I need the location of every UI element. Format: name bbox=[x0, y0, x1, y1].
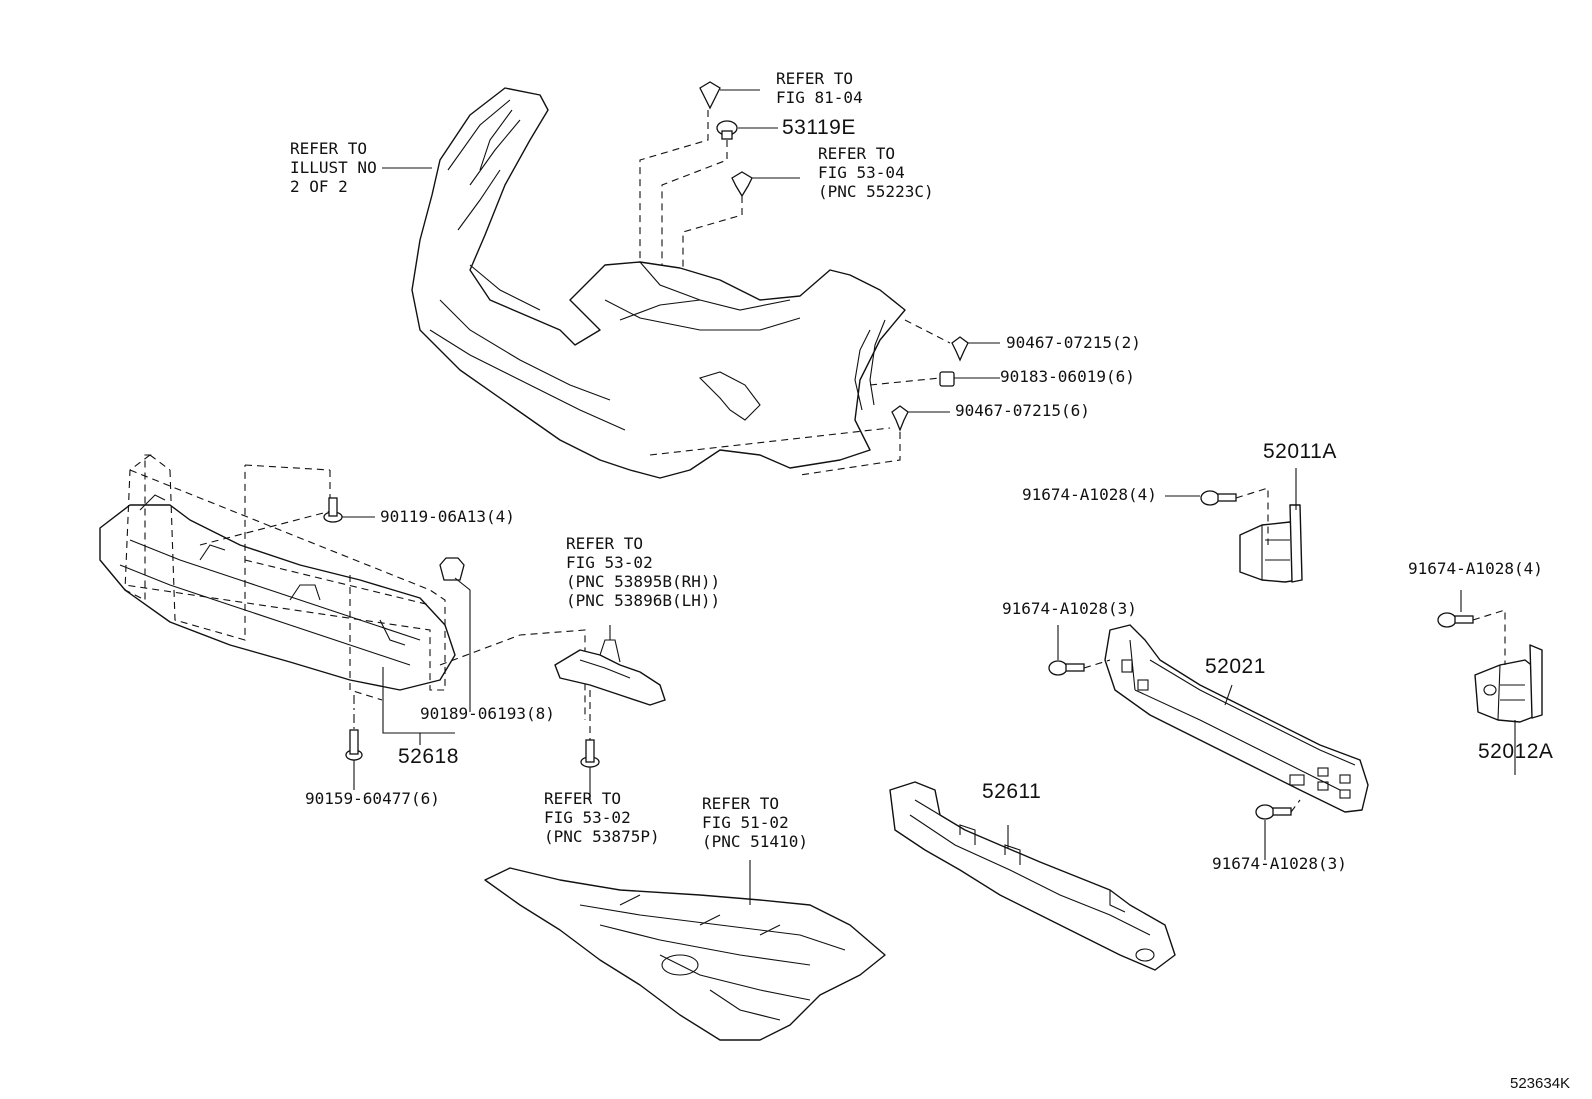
reinforcement-52021 bbox=[1104, 624, 1369, 813]
label-refer-fig-81-04: REFER TO FIG 81-04 bbox=[776, 69, 863, 107]
engine-under-cover-51410 bbox=[484, 867, 886, 1041]
label-53119E: 53119E bbox=[782, 116, 856, 139]
label-52011A: 52011A bbox=[1263, 440, 1337, 463]
nut-53119E-icon bbox=[716, 120, 738, 140]
nut-90183-icon bbox=[939, 371, 955, 387]
clip-90189-icon bbox=[439, 557, 465, 581]
bolt-91674-4-right-icon bbox=[1437, 612, 1474, 628]
bumper-cover bbox=[411, 87, 906, 479]
bolt-91674-4-left-icon bbox=[1200, 490, 1237, 506]
clip-90467-2-icon bbox=[951, 336, 969, 362]
label-52012A: 52012A bbox=[1478, 740, 1554, 763]
label-91674-A1028-3-top: 91674-A1028(3) bbox=[1002, 599, 1137, 618]
label-refer-illust: REFER TO ILLUST NO 2 OF 2 bbox=[290, 139, 377, 196]
bolt-91674-3-top-icon bbox=[1048, 660, 1085, 676]
extension-52011A bbox=[1239, 504, 1303, 583]
label-90189-06193-8: 90189-06193(8) bbox=[420, 704, 555, 723]
label-91674-A1028-3-bottom: 91674-A1028(3) bbox=[1212, 854, 1347, 873]
label-90467-07215-2: 90467-07215(2) bbox=[1006, 333, 1141, 352]
illustration-id: 523634K bbox=[1510, 1075, 1571, 1092]
bracket-53895B bbox=[554, 639, 666, 706]
clip-top-icon bbox=[699, 81, 721, 110]
bolt-90159-icon bbox=[345, 729, 363, 761]
clip-55223C-icon bbox=[731, 171, 753, 198]
label-refer-fig-53-02-bottom: REFER TO FIG 53-02 (PNC 53875P) bbox=[544, 789, 660, 846]
bumper-absorber-52611 bbox=[889, 781, 1176, 971]
label-90159-60477-6: 90159-60477(6) bbox=[305, 789, 440, 808]
label-refer-fig-51-02: REFER TO FIG 51-02 (PNC 51410) bbox=[702, 794, 808, 851]
extension-52012A bbox=[1474, 644, 1543, 723]
clip-90467-6-icon bbox=[891, 405, 909, 432]
under-cover-52618 bbox=[99, 494, 456, 691]
label-91674-A1028-4-left: 91674-A1028(4) bbox=[1022, 485, 1157, 504]
label-91674-A1028-4-right: 91674-A1028(4) bbox=[1408, 559, 1543, 578]
label-refer-fig-53-04: REFER TO FIG 53-04 (PNC 55223C) bbox=[818, 144, 934, 201]
label-90183-06019-6: 90183-06019(6) bbox=[1000, 367, 1135, 386]
bolt-91674-3-bottom-icon bbox=[1255, 804, 1292, 820]
label-refer-fig-53-02-top: REFER TO FIG 53-02 (PNC 53895B(RH)) (PNC… bbox=[566, 534, 721, 610]
bolt-53875P-icon bbox=[580, 739, 600, 768]
label-90467-07215-6: 90467-07215(6) bbox=[955, 401, 1090, 420]
label-52618: 52618 bbox=[398, 745, 459, 768]
bolt-90119-icon bbox=[323, 497, 343, 523]
label-52021: 52021 bbox=[1205, 655, 1266, 678]
label-52611: 52611 bbox=[982, 780, 1042, 803]
label-90119-06A13-4: 90119-06A13(4) bbox=[380, 507, 515, 526]
